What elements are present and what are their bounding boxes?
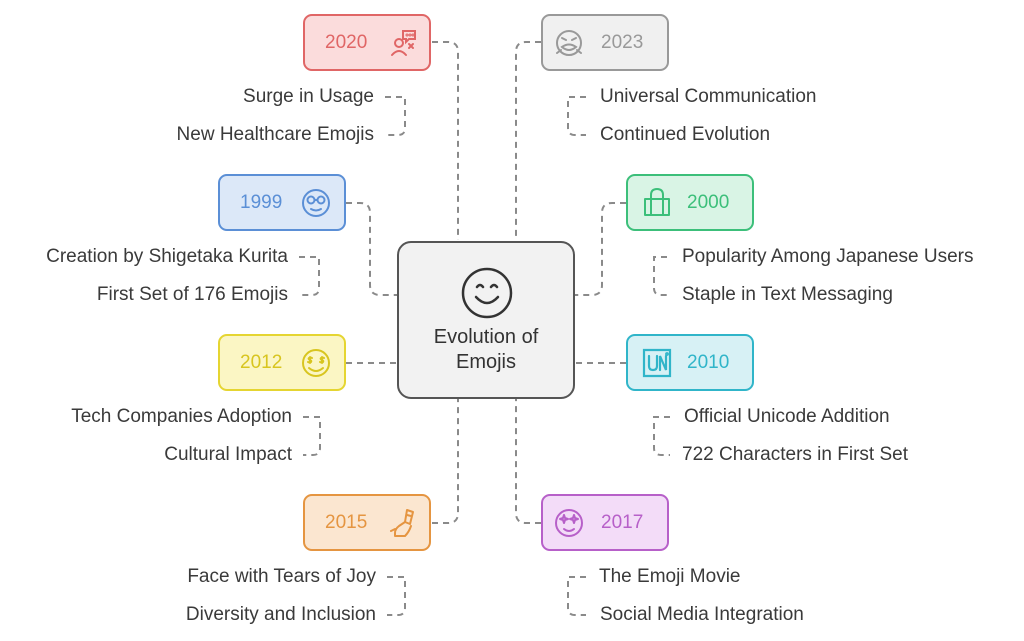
- node-2015-item-2: Diversity and Inclusion: [185, 604, 376, 625]
- unicode-icon: [642, 348, 672, 378]
- center-title-line-1: Evolution of: [433, 326, 539, 348]
- node-2015-item-1: Face with Tears of Joy: [187, 566, 376, 587]
- hand-with-tissue-icon: [390, 509, 414, 537]
- node-1999-item-2: First Set of 176 Emojis: [96, 284, 288, 305]
- center-node: Evolution of Emojis: [397, 241, 575, 399]
- node-2023: 2023: [541, 14, 669, 71]
- node-2010-item-2: 722 Characters in First Set: [682, 444, 908, 465]
- money-face-icon: [302, 349, 330, 377]
- node-2010: 2010: [626, 334, 754, 391]
- node-1999-item-1: Creation by Shigetaka Kurita: [46, 246, 288, 267]
- node-2020: 2020: [303, 14, 431, 71]
- node-2017-year: 2017: [601, 512, 644, 533]
- node-2012-year: 2012: [240, 352, 283, 373]
- smiley-face-icon: [461, 267, 513, 319]
- node-2012-item-1: Tech Companies Adoption: [71, 406, 292, 427]
- node-2015: 2015: [303, 494, 431, 551]
- node-2023-item-2: Continued Evolution: [600, 124, 771, 145]
- node-2000-item-2: Staple in Text Messaging: [682, 284, 893, 305]
- node-2020-item-2: New Healthcare Emojis: [176, 124, 374, 145]
- node-2012-item-2: Cultural Impact: [164, 444, 292, 465]
- center-title: Evolution of Emojis: [399, 325, 573, 375]
- sparkle-face-icon: [555, 509, 583, 537]
- node-2020-year: 2020: [325, 32, 368, 53]
- shopping-bag-icon: [644, 188, 670, 216]
- node-2017-item-1: The Emoji Movie: [599, 566, 741, 587]
- face-with-glasses-icon: [302, 189, 330, 217]
- node-1999-year: 1999: [240, 192, 283, 213]
- node-2020-item-1: Surge in Usage: [243, 86, 374, 107]
- protest-person-icon: [391, 30, 416, 56]
- node-2000: 2000: [626, 174, 754, 231]
- center-title-line-2: Emojis: [455, 351, 516, 373]
- node-2000-item-1: Popularity Among Japanese Users: [682, 246, 974, 267]
- sick-face-icon: [556, 30, 582, 56]
- node-2023-item-1: Universal Communication: [600, 86, 817, 107]
- node-2010-year: 2010: [687, 352, 730, 373]
- node-1999: 1999: [218, 174, 346, 231]
- node-2017-item-2: Social Media Integration: [600, 604, 804, 625]
- node-2017: 2017: [541, 494, 669, 551]
- node-2010-item-1: Official Unicode Addition: [684, 406, 890, 427]
- node-2012: 2012: [218, 334, 346, 391]
- node-2023-year: 2023: [601, 32, 644, 53]
- node-2015-year: 2015: [325, 512, 368, 533]
- node-2000-year: 2000: [687, 192, 730, 213]
